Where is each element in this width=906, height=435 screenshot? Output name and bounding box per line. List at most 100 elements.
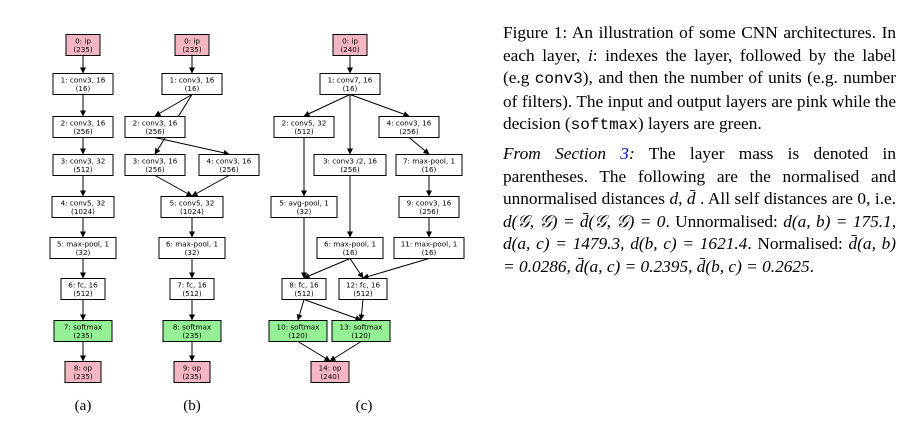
edge-c10-to-c14 <box>297 341 331 362</box>
layer-node-c11: 11: max-pool, 1(16) <box>393 237 465 259</box>
edge-c12-to-c13 <box>358 299 365 321</box>
layer-node-c5: 5: avg-pool, 1(32) <box>270 196 338 218</box>
layer-box <box>52 154 114 176</box>
layer-node-b0: 0: ip(235) <box>174 34 210 56</box>
caption-code: softmax <box>570 116 638 135</box>
caption-text: . All self distances are 0, i.e. <box>695 189 897 209</box>
caption-math: d̄(b, c) = 0.2625 <box>696 256 810 276</box>
layer-node-a8: 8: op(235) <box>64 361 102 383</box>
layer-box <box>198 154 260 176</box>
caption-math: d(a, c) = 1479.3, <box>503 234 625 254</box>
layer-box <box>169 278 215 300</box>
layer-label: 6: fc, 16 <box>68 281 98 290</box>
layer-node-c14: 14: op(240) <box>310 361 350 383</box>
layer-box <box>174 34 210 56</box>
layer-node-b6: 6: max-pool, 1(32) <box>158 237 226 259</box>
layer-node-b1: 1: conv3, 16(16) <box>161 73 223 95</box>
layer-label: 9: conv3, 16 <box>407 199 452 208</box>
layer-mass: (235) <box>182 331 202 340</box>
layer-label: 8: fc, 16 <box>289 281 319 290</box>
layer-box <box>162 320 222 342</box>
layer-mass: (512) <box>73 165 93 174</box>
section-prefix: From Section <box>503 143 621 163</box>
caption-text: An illustration of some CNN architecture… <box>503 23 896 65</box>
layer-node-a4: 4: conv5, 32(1024) <box>51 196 115 218</box>
caption-math: d, d̄ <box>669 189 696 209</box>
layer-label: 7: max-pool, 1 <box>403 157 455 166</box>
nodes-layer: 0: ip(235)1: conv3, 16(16)2: conv3, 16(2… <box>49 34 465 383</box>
layer-box <box>270 196 338 218</box>
layer-label: 8: softmax <box>173 323 212 332</box>
edge-c1-to-c4 <box>349 94 410 117</box>
caption-math: d(𝒢, 𝒢) = d̄(𝒢, 𝒢) = 0 <box>503 211 666 231</box>
layer-mass: (235) <box>182 372 202 381</box>
layer-mass: (256) <box>340 165 360 174</box>
caption-text: ) layers are green. <box>637 114 762 134</box>
layer-node-c13: 13: softmax(120) <box>331 320 391 342</box>
layer-box <box>51 196 115 218</box>
layer-node-c7: 7: max-pool, 1(16) <box>395 154 463 176</box>
layer-label: 6: max-pool, 1 <box>324 240 376 249</box>
caption-text: The layer mass is denoted in parentheses… <box>503 143 896 209</box>
layer-box <box>273 116 335 138</box>
layer-label: 10: softmax <box>277 323 321 332</box>
layer-label: 2: conv5, 32 <box>282 119 327 128</box>
layer-box <box>158 237 226 259</box>
layer-box <box>332 34 368 56</box>
layer-node-b8: 8: softmax(235) <box>162 320 222 342</box>
subfigure-label-b: (b) <box>183 398 201 414</box>
caption-text: ), and then the number of units (e.g. nu… <box>503 68 896 134</box>
layer-label: 0: ip <box>184 37 200 46</box>
edge-c8-to-c13 <box>303 299 362 321</box>
layer-label: 0: ip <box>75 37 91 46</box>
layer-mass: (16) <box>343 84 358 93</box>
layer-box <box>124 116 186 138</box>
layer-mass: (235) <box>73 331 93 340</box>
layer-node-a2: 2: conv3, 16(256) <box>52 116 114 138</box>
layer-label: 11: max-pool, 1 <box>401 240 458 249</box>
section-reference-link[interactable]: 3 <box>620 143 629 163</box>
layer-node-c0: 0: ip(240) <box>332 34 368 56</box>
layer-mass: (256) <box>145 165 165 174</box>
layer-node-b3: 3: conv3, 16(256) <box>124 154 186 176</box>
layer-mass: (256) <box>219 165 239 174</box>
layer-label: 1: conv7, 16 <box>328 76 373 85</box>
layer-mass: (16) <box>422 248 437 257</box>
caption-math: d(b, c) = 1621.4 <box>630 234 748 254</box>
edge-b2-to-b4 <box>154 137 230 156</box>
layer-mass: (235) <box>73 372 93 381</box>
edge-c6-to-c8 <box>303 258 351 279</box>
layer-node-c1: 1: conv7, 16(16) <box>319 73 381 95</box>
layer-mass: (120) <box>351 331 371 340</box>
layer-label: 5: conv5, 32 <box>170 199 215 208</box>
layer-label: 1: conv3, 16 <box>61 76 106 85</box>
layer-mass: (256) <box>145 127 165 136</box>
layer-node-a6: 6: fc, 16(512) <box>60 278 106 300</box>
caption-math: d̄(a, b) = 0.0286, <box>503 234 897 276</box>
layer-box <box>65 34 101 56</box>
cnn-architecture-diagram: 0: ip(235)1: conv3, 16(16)2: conv3, 16(2… <box>49 34 465 414</box>
layer-label: 7: softmax <box>64 323 103 332</box>
layer-node-a3: 3: conv3, 32(512) <box>52 154 114 176</box>
caption-text: . Unnormalised: <box>665 211 784 231</box>
layer-box <box>316 237 384 259</box>
caption-text: . Normalised: <box>747 234 849 254</box>
layer-mass: (512) <box>182 289 202 298</box>
layer-node-c12: 12: fc, 16(512) <box>338 278 388 300</box>
layer-box <box>53 320 113 342</box>
layer-box <box>173 361 211 383</box>
caption-text: : indexes the layer, followed by the lab… <box>503 45 896 88</box>
layer-mass: (16) <box>185 84 200 93</box>
figure-caption: Figure 1: An illustration of some CNN ar… <box>503 22 896 279</box>
layer-box <box>60 278 106 300</box>
caption-code: conv3 <box>534 70 583 89</box>
layer-mass: (512) <box>294 289 314 298</box>
subfigure-label-a: (a) <box>75 398 92 414</box>
caption-math: d(a, b) = 175.1, <box>783 211 897 231</box>
layer-mass: (32) <box>185 248 200 257</box>
layer-mass: (512) <box>294 127 314 136</box>
layer-node-b7: 7: fc, 16(512) <box>169 278 215 300</box>
layer-box <box>124 154 186 176</box>
caption-math: d̄(a, c) = 0.2395, <box>575 256 693 276</box>
layer-box <box>268 320 328 342</box>
